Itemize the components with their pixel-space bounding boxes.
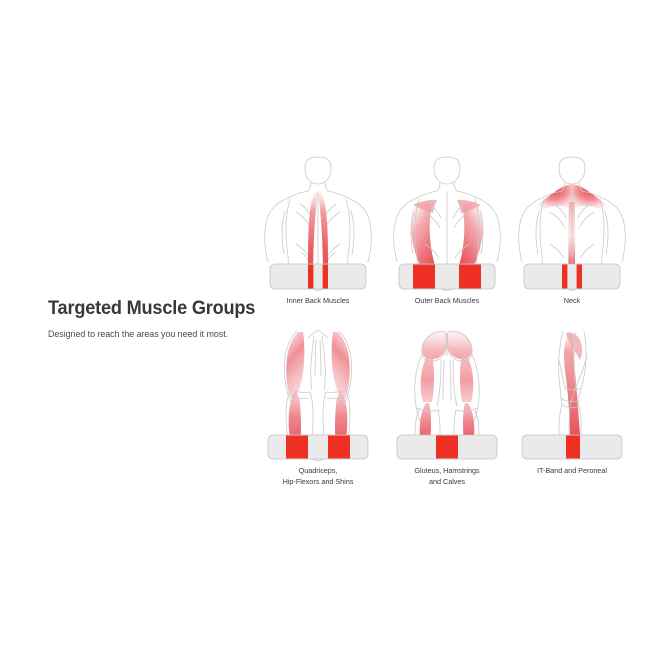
foam-roller — [396, 434, 498, 460]
foam-roller — [269, 263, 367, 291]
itband-illustration — [521, 330, 623, 460]
figure-outer-back: Outer Back Muscles — [383, 152, 511, 306]
page-subtitle: Designed to reach the areas you need it … — [48, 328, 229, 340]
figure-label-line: Quadriceps, — [298, 466, 338, 475]
muscle-highlight-erector-spinae — [308, 193, 328, 266]
figure-label: Inner Back Muscles — [286, 296, 350, 305]
figure-label: IT-Band and Peroneal — [537, 466, 607, 475]
muscle-highlight-itband — [564, 332, 582, 435]
figure-itband: IT-Band and Peroneal — [508, 330, 636, 476]
foam-roller — [523, 263, 621, 291]
neck-illustration — [518, 156, 626, 291]
figure-glutes: Gluteus, Hamstrings and Calves — [383, 330, 511, 487]
foam-roller — [267, 434, 369, 461]
page-title: Targeted Muscle Groups — [48, 297, 256, 319]
figure-label-line: Hip-Flexors and Shins — [282, 477, 354, 486]
muscle-highlight-glutes-hamstrings-calves — [419, 330, 475, 443]
foam-roller — [521, 434, 623, 460]
figure-inner-back: Inner Back Muscles — [254, 152, 382, 306]
figure-label-line: and Calves — [429, 477, 465, 486]
headline-block: Targeted Muscle Groups Designed to reach… — [48, 297, 258, 340]
quads-illustration — [267, 330, 369, 461]
figure-neck: Neck — [508, 152, 636, 306]
figure-label: Gluteus, Hamstrings and Calves — [386, 465, 509, 487]
figure-label: Quadriceps, Hip-Flexors and Shins — [257, 465, 380, 487]
foam-roller — [398, 263, 496, 291]
figure-label-line: Gluteus, Hamstrings — [414, 466, 480, 475]
figure-quads: Quadriceps, Hip-Flexors and Shins — [254, 330, 382, 487]
muscle-highlight-quadriceps — [286, 332, 350, 446]
glutes-illustration — [396, 330, 498, 460]
outer-back-illustration — [393, 156, 501, 291]
muscle-highlight-latissimus — [410, 199, 484, 271]
figure-label: Outer Back Muscles — [414, 296, 480, 305]
figure-label: Neck — [563, 296, 581, 305]
inner-back-illustration — [264, 156, 372, 291]
